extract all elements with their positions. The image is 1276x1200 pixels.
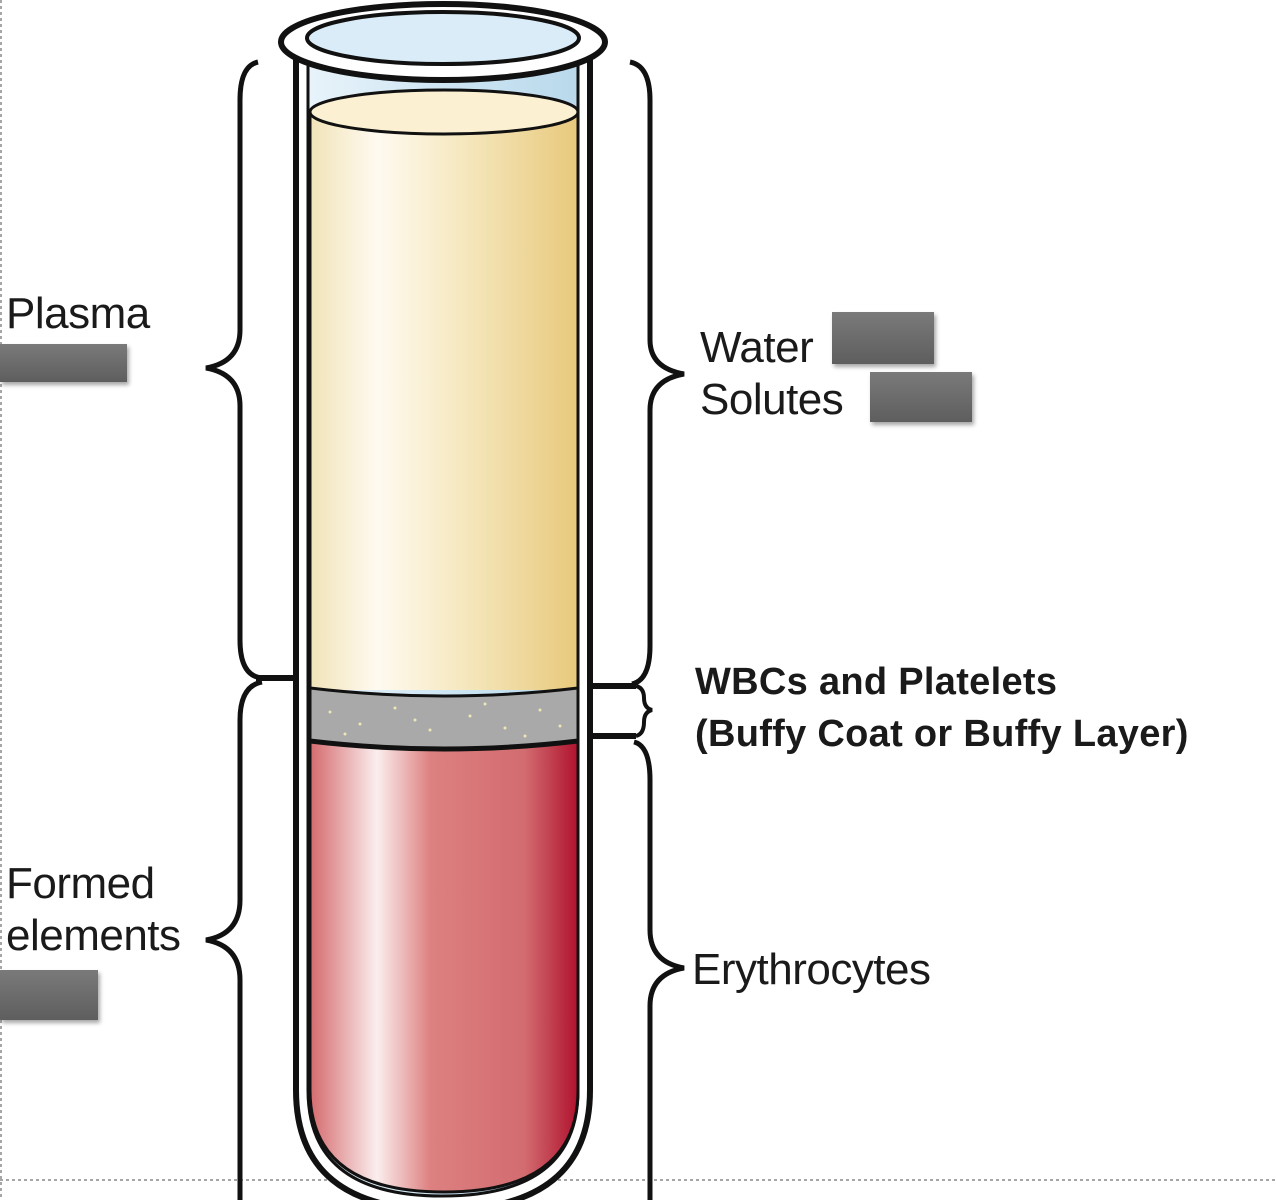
formed-percent-mask [0,970,98,1020]
solutes-label: Solutes [700,375,844,424]
plasma-brace [205,59,263,681]
water-label: Water [700,323,814,372]
buffy-brace [635,684,653,738]
buffy-coat-layer [308,686,580,750]
plasma-surface [308,88,580,136]
solutes-percent-mask [870,372,972,422]
plasma-percent-mask [0,344,127,382]
erythrocytes-brace [633,739,685,1200]
buffy-specks [328,702,562,738]
tube-opening [305,10,581,66]
formed-elements-brace [205,679,263,1200]
water-solutes-brace [629,59,685,687]
formed-elements-label-line1: Formed [6,859,155,908]
water-percent-mask [832,312,934,364]
buffy-label-line1: WBCs and Platelets [695,661,1058,703]
plasma-label: Plasma [6,289,150,338]
erythrocytes-label: Erythrocytes [692,945,931,994]
buffy-label-line2: (Buffy Coat or Buffy Layer) [695,713,1189,755]
erythrocyte-layer [308,740,580,1194]
plasma-layer [310,112,578,690]
formed-elements-label-line2: elements [6,911,181,960]
